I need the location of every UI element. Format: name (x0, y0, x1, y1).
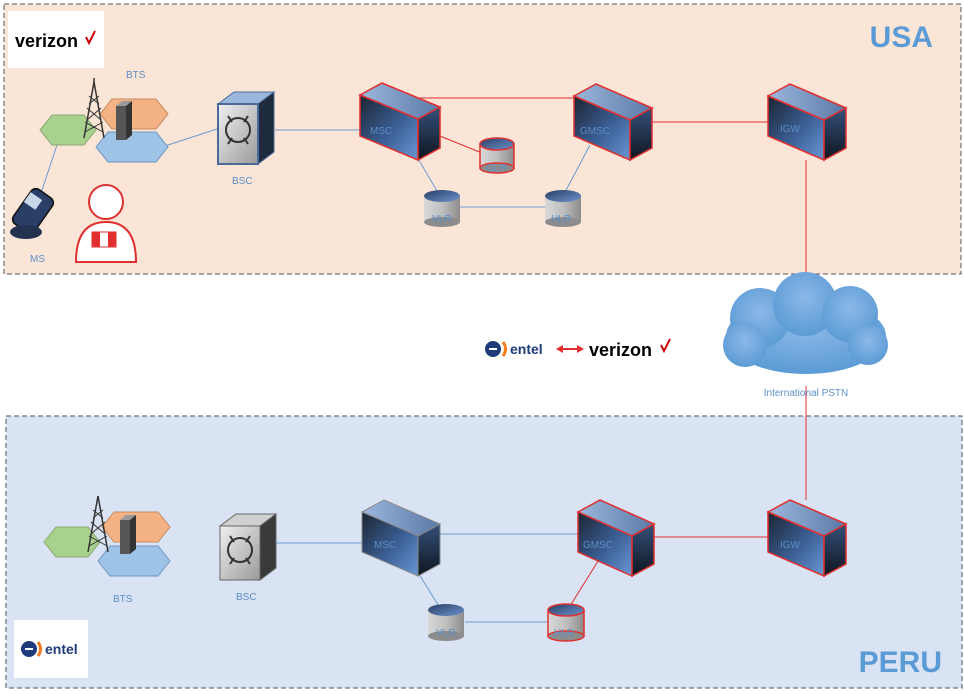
usa-bts-cabinet-icon (116, 101, 132, 140)
peru-bsc-icon (218, 513, 278, 581)
peru-msc-icon (360, 499, 442, 577)
usa-msc-label: MSC (370, 126, 392, 137)
usa-bsc-label: BSC (232, 176, 253, 187)
usa-region-title: USA (870, 21, 933, 54)
pstn-cloud-icon (723, 272, 888, 374)
peru-flag-icon (91, 231, 117, 248)
peru-gmsc-label: GMSC (583, 540, 613, 551)
svg-text:entel: entel (510, 341, 543, 357)
peru-igw-label: IGW (780, 540, 801, 551)
peru-igw-icon (766, 499, 848, 578)
usa-hlr-label: HLR (551, 214, 571, 225)
peru-gmsc-icon (576, 499, 656, 578)
usa-vlr-icon (424, 190, 460, 227)
usa-glr-icon (479, 137, 515, 174)
usa-bts-label: BTS (126, 70, 146, 81)
peru-hlr-label: HLR (554, 628, 574, 639)
usa-vlr-label: VLR (432, 214, 451, 225)
svg-text:verizon: verizon (15, 31, 78, 51)
usa-igw-icon (766, 83, 848, 162)
peru-bts-cabinet-icon (120, 515, 136, 554)
usa-gmsc-label: GMSC (580, 126, 610, 137)
usa-hlr-icon (545, 190, 581, 227)
usa-msc-icon (358, 82, 442, 162)
user-avatar-icon (74, 184, 138, 263)
usa-bts-tower-icon (83, 78, 105, 139)
mobile-phone-icon (10, 187, 55, 239)
peru-vlr-icon (428, 604, 464, 641)
usa-gmsc-icon (572, 83, 654, 162)
peru-bsc-label: BSC (236, 592, 257, 603)
usa-glr-label: GLR (486, 163, 507, 174)
entel-logo-peru: entel (14, 620, 88, 678)
peru-hlr-icon (547, 603, 585, 642)
usa-igw-label: IGW (780, 124, 801, 135)
peru-region-title: PERU (859, 646, 942, 679)
partner-logos: entel verizon (485, 338, 671, 360)
svg-text:entel: entel (45, 641, 78, 657)
svg-text:verizon: verizon (589, 340, 652, 360)
pstn-cloud-label: International PSTN (764, 388, 849, 399)
peru-vlr-label: VLR (436, 628, 455, 639)
double-arrow-icon (556, 345, 584, 353)
usa-ms-label: MS (30, 254, 45, 265)
peru-bts-label: BTS (113, 594, 133, 605)
peru-msc-label: MSC (374, 540, 396, 551)
verizon-logo-usa: verizon (8, 11, 104, 68)
peru-bts-tower-icon (87, 495, 109, 553)
usa-bsc-icon (216, 91, 276, 165)
